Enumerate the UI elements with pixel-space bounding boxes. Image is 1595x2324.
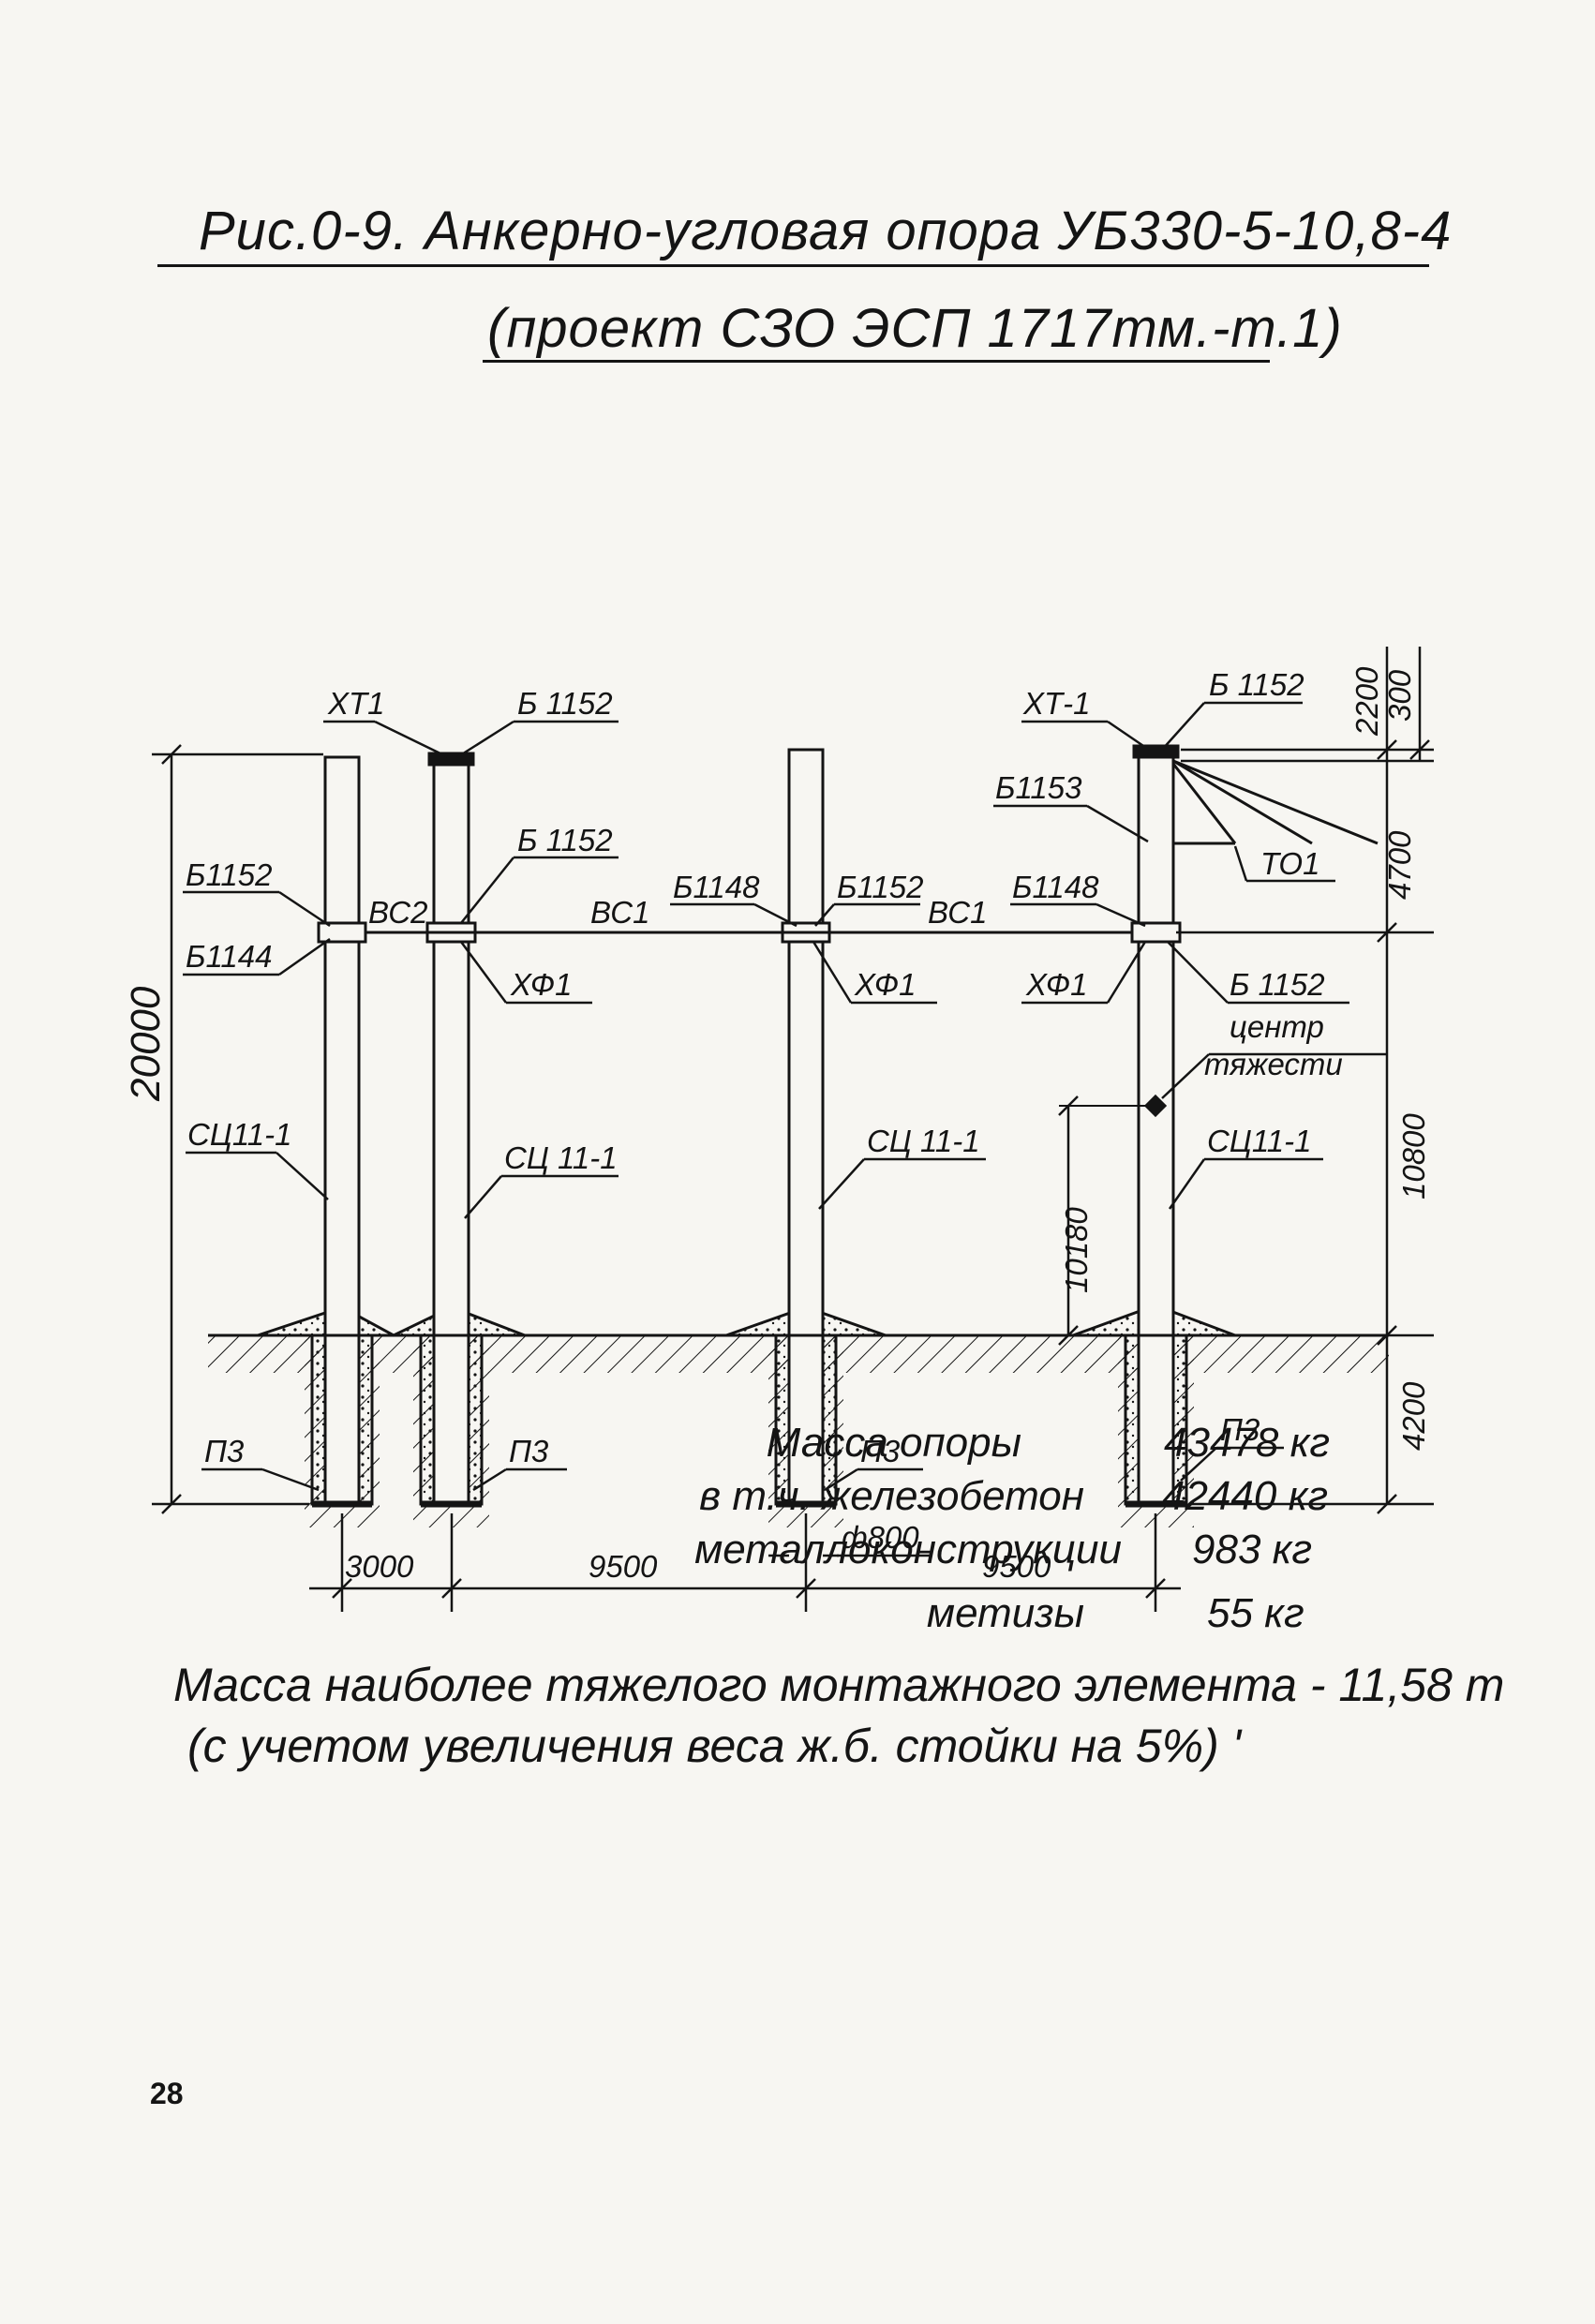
pole-1 <box>310 755 374 1508</box>
label-xf1-center: ХФ1 <box>854 967 917 1002</box>
label-xt1-right: ХТ-1 <box>1022 686 1091 721</box>
label-xt1-left: ХТ1 <box>327 686 385 721</box>
label-b1148-right: Б1148 <box>1012 870 1099 904</box>
label-sc-p3: СЦ 11-1 <box>867 1124 980 1158</box>
dim-4700: 4700 <box>1382 830 1417 900</box>
dim-9500-b: 9500 <box>982 1549 1051 1584</box>
figure-subtitle: (проект СЗО ЭСП 1717тм.-т.1) <box>487 298 1343 359</box>
label-sc-p4: СЦ11-1 <box>1207 1124 1311 1158</box>
label-b1152-center: Б1152 <box>837 870 923 904</box>
guy-wires <box>1171 759 1379 845</box>
figure-title: Рис.0-9. Анкерно-угловая опора УБ330-5-1… <box>199 201 1453 261</box>
mass-label-total: Масса опоры <box>766 1420 1021 1466</box>
dimension-lines <box>152 647 1434 1612</box>
dim-20000: 20000 <box>123 986 169 1102</box>
label-b1152-mid-left: Б 1152 <box>517 823 613 857</box>
label-vs1-left: ВС1 <box>590 895 649 930</box>
mass-value-hardware: 55 кг <box>1207 1590 1304 1636</box>
label-phi800: ф800 <box>842 1520 919 1555</box>
label-b1152-top-right: Б 1152 <box>1209 667 1304 702</box>
mass-value-metal: 983 кг <box>1192 1527 1313 1572</box>
pole-2 <box>419 752 484 1508</box>
label-p3-2: П3 <box>509 1434 549 1468</box>
dim-2200: 2200 <box>1349 666 1384 737</box>
page-number: 28 <box>150 2077 184 2110</box>
label-sc-left: СЦ11-1 <box>187 1117 291 1152</box>
note-line-1: Масса наиболее тяжелого монтажного элеме… <box>173 1659 1505 1711</box>
subtitle-underline <box>483 360 1270 363</box>
label-center-of-gravity-1: центр <box>1230 1009 1324 1044</box>
label-b1148-left: Б1148 <box>673 870 760 904</box>
dim-4200: 4200 <box>1396 1381 1431 1451</box>
callout-labels: ХТ1 Б 1152 Б 1152 Б1152 Б1144 ВС2 ВС1 ХФ… <box>186 667 1343 1555</box>
dim-3000: 3000 <box>345 1549 414 1584</box>
dimension-numbers: 20000 2200 300 4700 10800 4200 10180 300… <box>123 666 1431 1584</box>
label-xf1-left: ХФ1 <box>510 967 573 1002</box>
label-b1144: Б1144 <box>186 939 272 974</box>
label-xf1-right: ХФ1 <box>1025 967 1088 1002</box>
label-p3-3: П3 <box>860 1434 901 1468</box>
center-of-gravity-marker <box>1059 1094 1168 1118</box>
dim-300: 300 <box>1382 669 1417 722</box>
label-to1: ТО1 <box>1260 846 1319 881</box>
label-p3-4: П3 <box>1220 1412 1260 1447</box>
pole-3 <box>774 748 838 1508</box>
mass-label-hardware: метизы <box>926 1590 1084 1636</box>
label-b1152-far-left: Б1152 <box>186 857 272 892</box>
dim-10800: 10800 <box>1396 1113 1431 1199</box>
leader-lines <box>183 701 1387 1557</box>
pole-4 <box>1124 744 1188 1508</box>
mass-label-concrete: в т.ч. железобетон <box>699 1473 1084 1519</box>
label-p3-1: П3 <box>204 1434 245 1468</box>
label-vs2: ВС2 <box>368 895 427 930</box>
title-underline <box>157 264 1429 267</box>
label-b1153: Б1153 <box>995 770 1082 805</box>
label-vs1-right: ВС1 <box>928 895 987 930</box>
dim-9500-a: 9500 <box>589 1549 658 1584</box>
label-b1152-right: Б 1152 <box>1230 967 1325 1002</box>
label-b1152-top-left: Б 1152 <box>517 686 613 721</box>
note-line-2: (с учетом увеличения веса ж.б. стойки на… <box>187 1720 1242 1772</box>
dim-10180: 10180 <box>1059 1207 1094 1293</box>
label-sc-p2: СЦ 11-1 <box>504 1140 618 1175</box>
label-center-of-gravity-2: тяжести <box>1204 1047 1343 1081</box>
mass-label-metal: металлоконструкции <box>694 1527 1122 1572</box>
mass-value-total: 43478 кг <box>1164 1420 1331 1466</box>
mass-value-concrete: 42440 кг <box>1162 1473 1329 1519</box>
